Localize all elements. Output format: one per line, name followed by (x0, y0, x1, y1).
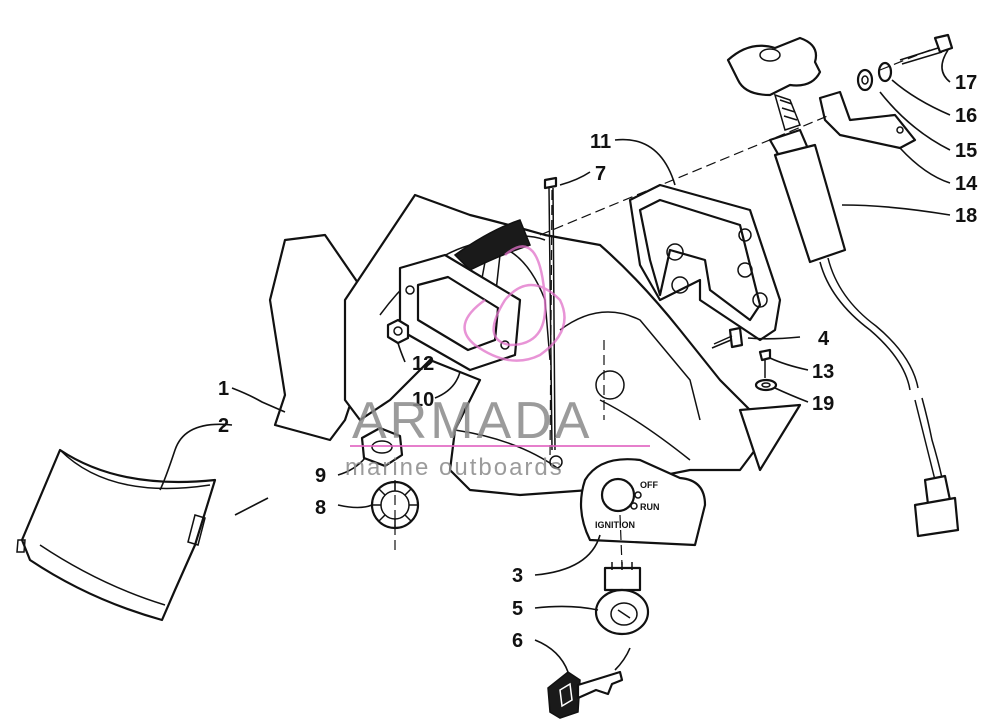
callout-19: 19 (812, 393, 834, 415)
callout-13: 13 (812, 361, 834, 383)
part-18-primer (726, 36, 960, 538)
callout-17: 17 (955, 72, 977, 94)
callout-14: 14 (955, 173, 978, 195)
callout-18: 18 (955, 205, 977, 227)
watermark-title: ARMADA (352, 392, 592, 450)
callout-8: 8 (315, 497, 326, 519)
callout-4: 4 (818, 328, 830, 350)
plate-ignition-label: IGNITION (595, 520, 635, 530)
callout-6: 6 (512, 630, 523, 652)
callout-15: 15 (955, 140, 977, 162)
part-17-bolt (899, 33, 954, 65)
part-10-bracket (398, 253, 522, 372)
part-4-screw (711, 326, 744, 349)
part-6-key (547, 670, 624, 719)
plate-off-label: OFF (640, 480, 658, 490)
watermark-subtitle: marine outboards (345, 454, 564, 481)
callout-3: 3 (512, 565, 523, 587)
part-11-gauge-pod (628, 183, 782, 342)
watermark-logo (463, 245, 566, 362)
part-16-washer (877, 61, 893, 83)
callout-16: 16 (955, 105, 977, 127)
part-12-nut (386, 318, 410, 345)
callout-5: 5 (512, 598, 523, 620)
callout-11: 11 (590, 131, 611, 153)
part-19-washer (754, 378, 778, 392)
callouts: 1 2 3 4 5 6 7 8 9 10 11 12 13 14 15 16 1… (218, 72, 978, 652)
watermark: ARMADA marine outboards (345, 245, 650, 481)
callout-10: 10 (412, 389, 434, 411)
callout-7: 7 (595, 163, 606, 185)
part-13-screw (758, 348, 772, 378)
part-14-clamp (818, 90, 917, 150)
leader-lines (159, 49, 951, 673)
callout-12: 12 (412, 353, 434, 375)
callout-2: 2 (218, 415, 229, 437)
part-15-washer (856, 68, 874, 92)
callout-1: 1 (218, 378, 229, 400)
part-3-ignition-plate: OFF RUN IGNITION (579, 458, 707, 547)
callout-9: 9 (315, 465, 326, 487)
assembly-lines (234, 49, 931, 566)
part-2-cover (16, 448, 217, 622)
plate-run-label: RUN (640, 502, 660, 512)
part-5-ignition-switch (594, 562, 650, 636)
